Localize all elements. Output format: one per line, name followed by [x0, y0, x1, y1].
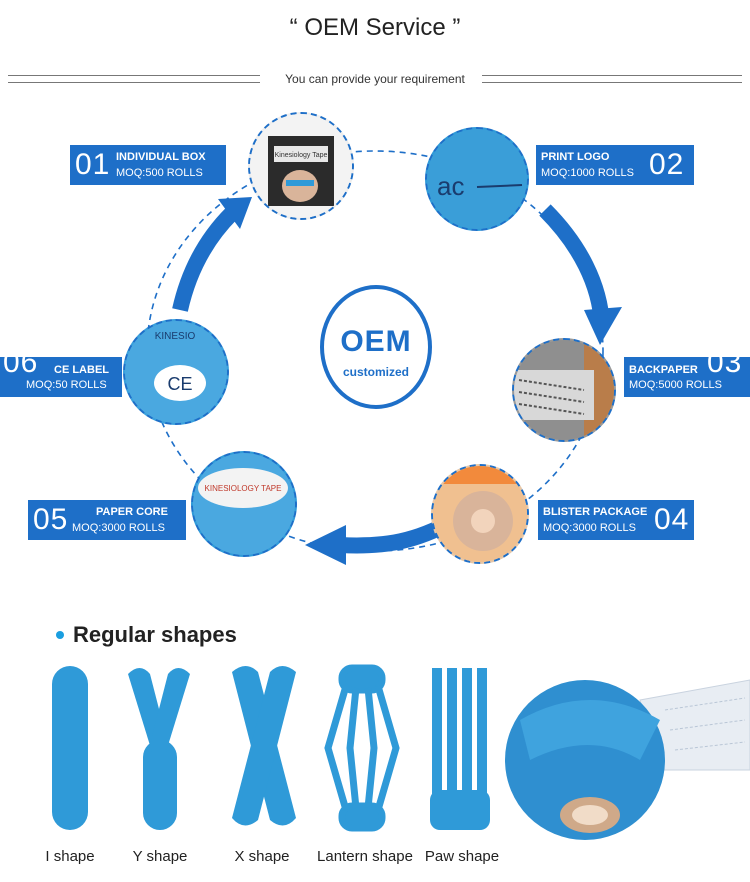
oem-center-badge: OEM customized [320, 285, 432, 409]
svg-text:Kinesiology Tape: Kinesiology Tape [275, 152, 328, 159]
step-01-label: 01 INDIVIDUAL BOX MOQ:500 ROLLS [70, 145, 226, 185]
arrow-06-01 [172, 207, 238, 312]
page-subtitle: You can provide your requirement [285, 72, 465, 86]
paper-core-photo-icon: KINESIOLOGY TAPE [193, 453, 295, 555]
step-name: CE LABEL [54, 364, 109, 376]
step-number: 03 [707, 346, 743, 379]
step-moq: MOQ:3000 ROLLS [72, 522, 165, 534]
arrow-02-03 [539, 204, 610, 326]
y-shape-icon [128, 668, 190, 830]
step-moq: MOQ:3000 ROLLS [543, 522, 636, 534]
box-photo-icon: Kinesiology Tape [250, 114, 352, 218]
photo-print-logo: ac [425, 127, 529, 231]
step-moq: MOQ:1000 ROLLS [541, 167, 634, 179]
cycle-diagram [146, 150, 622, 565]
tape-shapes-illustration [52, 664, 750, 840]
oem-caption: customized [342, 365, 409, 379]
lantern-shape-icon [324, 664, 400, 832]
ce-label-photo-icon: KINESIO CE [125, 321, 227, 423]
caption-lantern-shape: Lantern shape [317, 848, 413, 865]
svg-text:KINESIO: KINESIO [155, 331, 196, 342]
header-rule-right [482, 75, 742, 83]
step-02-label: PRINT LOGO MOQ:1000 ROLLS 02 [536, 145, 694, 185]
step-number: 05 [33, 503, 69, 536]
backpaper-photo-icon [514, 340, 614, 440]
x-shape-icon [232, 666, 296, 826]
photo-individual-box: Kinesiology Tape [248, 112, 354, 220]
svg-text:ac: ac [437, 171, 464, 201]
blister-photo-icon [433, 466, 527, 562]
bullet-dot-icon [56, 631, 64, 639]
paw-shape-icon [430, 668, 490, 830]
step-name: BACKPAPER [629, 364, 698, 376]
step-number: 06 [3, 346, 39, 379]
caption-paw-shape: Paw shape [424, 848, 500, 865]
step-moq: MOQ:5000 ROLLS [629, 379, 722, 391]
step-05-label: 05 PAPER CORE MOQ:3000 ROLLS [28, 500, 186, 540]
page-title: “ OEM Service ” [289, 14, 461, 41]
photo-paper-core: KINESIOLOGY TAPE [191, 451, 297, 557]
step-moq: MOQ:500 ROLLS [116, 167, 203, 179]
photo-backpaper [512, 338, 616, 442]
step-number: 04 [654, 503, 690, 536]
svg-text:CE: CE [167, 374, 192, 394]
step-number: 01 [75, 148, 111, 181]
shapes-heading: Regular shapes [73, 622, 237, 647]
step-name: PAPER CORE [96, 506, 168, 518]
arrow-02-03-head [584, 307, 622, 345]
step-name: PRINT LOGO [541, 151, 610, 163]
photo-blister-package [431, 464, 529, 564]
caption-x-shape: X shape [234, 848, 290, 865]
step-name: BLISTER PACKAGE [543, 506, 648, 518]
step-04-label: BLISTER PACKAGE MOQ:3000 ROLLS 04 [538, 500, 694, 540]
step-03-label: BACKPAPER MOQ:5000 ROLLS 03 [624, 346, 750, 397]
step-number: 02 [649, 148, 685, 181]
step-moq: MOQ:50 ROLLS [26, 379, 107, 391]
header-rule-left [8, 75, 260, 83]
arrow-06-01-head [218, 197, 252, 229]
tape-roll-icon [505, 679, 750, 840]
caption-y-shape: Y shape [132, 848, 188, 865]
arrow-04-05 [339, 517, 449, 554]
svg-text:KINESIOLOGY TAPE: KINESIOLOGY TAPE [205, 484, 282, 493]
photo-ce-label: KINESIO CE [123, 319, 229, 425]
oem-title: OEM [340, 325, 412, 358]
arrow-04-05-head [305, 525, 346, 565]
step-06-label: 06 CE LABEL MOQ:50 ROLLS [0, 346, 122, 397]
i-shape-icon [52, 666, 88, 830]
print-logo-photo-icon: ac [427, 129, 527, 229]
caption-i-shape: I shape [45, 848, 95, 865]
step-name: INDIVIDUAL BOX [116, 151, 206, 163]
